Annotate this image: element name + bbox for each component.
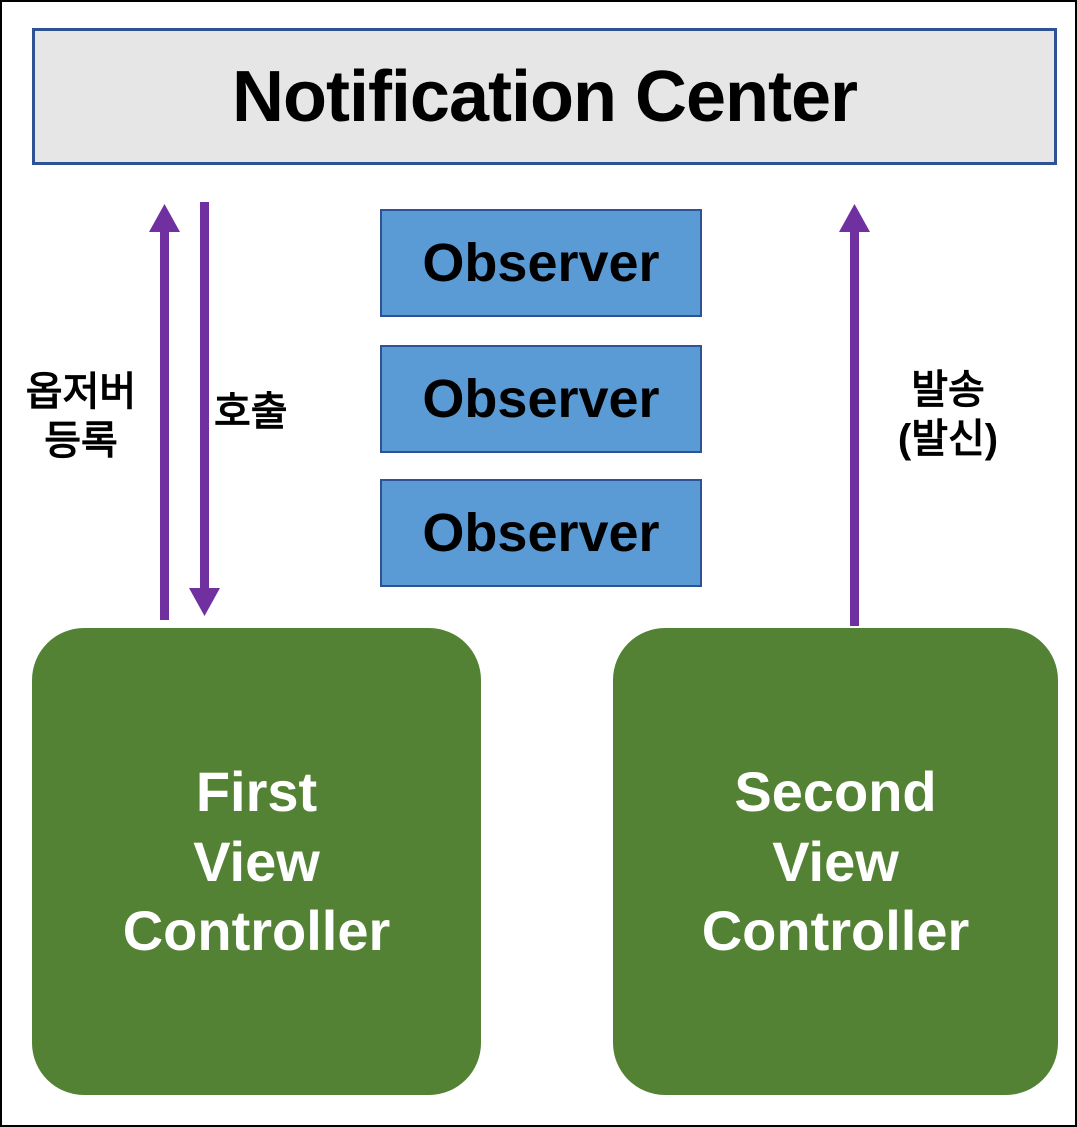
arrow-up-shape-send — [839, 204, 870, 626]
second-view-controller-box[interactable]: Second View Controller — [613, 628, 1058, 1095]
arrow-label-register-observer: 옵저버 등록 — [25, 370, 137, 463]
arrow-down-shape-call — [189, 202, 220, 616]
observer-box-2[interactable]: Observer — [380, 345, 702, 453]
arrow-up-shape-register — [149, 204, 180, 620]
first-view-controller-label: First View Controller — [122, 760, 391, 963]
arrow-send — [831, 202, 877, 626]
second-view-controller-label: Second View Controller — [701, 760, 970, 963]
observer-label-2: Observer — [422, 369, 660, 429]
arrow-label-send: 발송 (발신) — [897, 368, 999, 461]
arrow-call — [181, 202, 227, 620]
observer-box-1[interactable]: Observer — [380, 209, 702, 317]
first-view-controller-box[interactable]: First View Controller — [32, 628, 481, 1095]
observer-box-3[interactable]: Observer — [380, 479, 702, 587]
arrow-label-call: 호출 — [214, 390, 288, 434]
arrow-register-observer — [141, 202, 187, 620]
observer-label-1: Observer — [422, 233, 660, 293]
notification-center-title: Notification Center — [231, 56, 858, 137]
notification-center-box[interactable]: Notification Center — [32, 28, 1057, 165]
observer-label-3: Observer — [422, 503, 660, 563]
